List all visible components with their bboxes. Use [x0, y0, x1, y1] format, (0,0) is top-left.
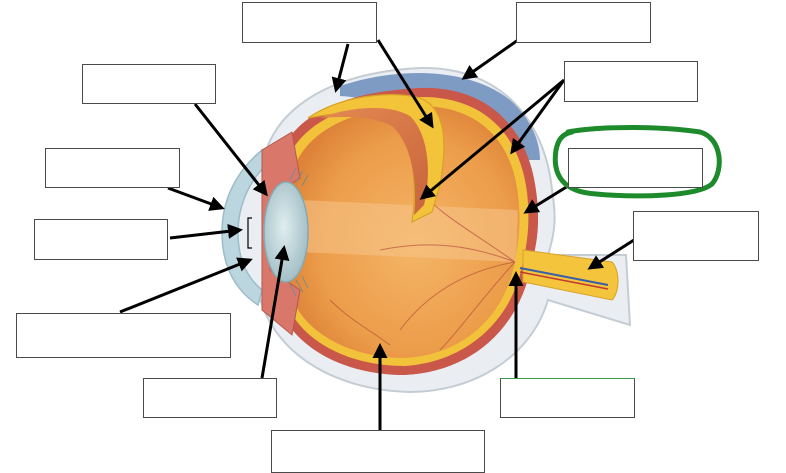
highlight-circle	[552, 125, 722, 199]
label-box-fovea[interactable]	[500, 378, 635, 418]
label-box-top-center[interactable]	[242, 2, 377, 43]
pointer-arrows	[119, 38, 635, 430]
label-box-optic-nerve[interactable]	[633, 211, 759, 261]
arrow-cornea	[119, 257, 253, 314]
arrow-left-lower	[169, 223, 243, 240]
label-box-vitreous[interactable]	[271, 430, 485, 473]
label-box-left-mid[interactable]	[45, 148, 180, 188]
arrow-left-mid	[167, 186, 225, 211]
label-box-left-lower[interactable]	[34, 219, 168, 260]
optic-nerve-vessel	[519, 267, 609, 286]
arrow-right-upper-b	[510, 79, 566, 155]
retina-flap-inner	[320, 107, 428, 215]
arrow-top-center-b	[376, 39, 434, 129]
arrow-right-upper-a	[419, 78, 565, 200]
cut-plane	[300, 200, 518, 262]
label-box-cornea[interactable]	[16, 313, 231, 358]
arrow-optic	[587, 238, 635, 270]
arrow-upper-left	[193, 103, 268, 197]
label-box-right-upper[interactable]	[564, 61, 698, 102]
label-box-lens[interactable]	[143, 378, 277, 418]
pupil-bracket	[247, 217, 252, 249]
arrow-right-mid	[523, 184, 569, 214]
optic-nerve-vessel-red	[519, 271, 609, 290]
label-box-upper-left[interactable]	[82, 64, 216, 104]
eyeball	[221, 66, 632, 394]
suspensory-ligaments	[289, 167, 309, 297]
arrow-top-center-a	[331, 43, 350, 93]
blood-vessels	[329, 189, 516, 351]
label-box-top-right[interactable]	[516, 2, 651, 43]
label-box-right-mid[interactable]	[568, 148, 703, 188]
arrow-lens	[260, 245, 290, 379]
lens	[263, 181, 309, 283]
arrow-top-right	[461, 38, 519, 80]
